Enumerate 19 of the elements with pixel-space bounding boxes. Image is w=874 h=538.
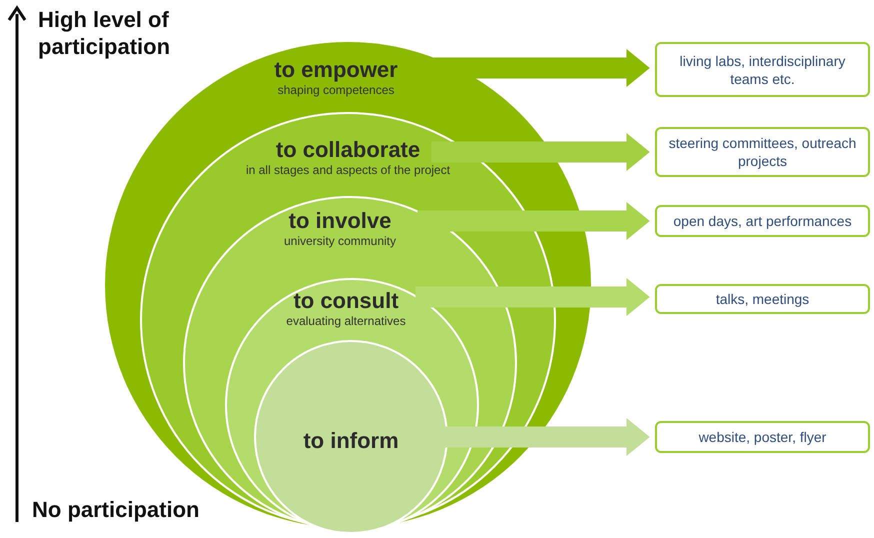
level-title: to collaborate [276,137,420,163]
block-arrow [432,132,650,172]
level-description: in all stages and aspects of the project [246,163,450,178]
level-title: to inform [303,428,399,454]
example-box: steering committees, outreach projects [655,127,870,177]
level-title: to consult [293,288,399,314]
example-box: living labs, interdisciplinary teams etc. [655,42,870,97]
block-arrow [418,202,650,240]
level-description: university community [284,234,396,249]
level-description: shaping competences [278,83,394,98]
level-title: to involve [288,208,392,234]
example-box: talks, meetings [655,284,870,314]
example-box: open days, art performances [655,205,870,237]
block-arrow [416,278,650,316]
level-title: to empower [274,57,398,83]
level-description: evaluating alternatives [286,314,406,329]
axis-label: No participation [32,496,200,523]
example-box: website, poster, flyer [655,421,870,453]
axis-label: High level of participation [38,6,172,60]
